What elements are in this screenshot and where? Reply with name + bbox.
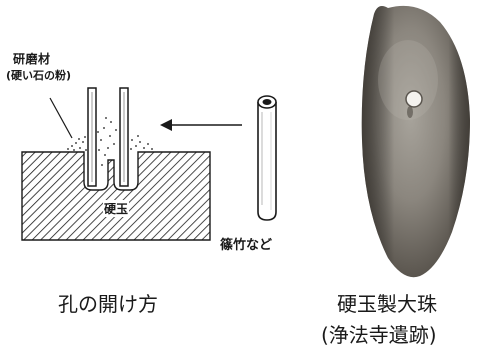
drilling-diagram: 研磨材 (硬い石の粉) 硬玉 篠竹など xyxy=(6,52,277,253)
stone-block xyxy=(21,151,211,241)
jade-bead-image xyxy=(361,5,470,278)
abrasive-pointer xyxy=(49,97,73,139)
abrasive-label: 研磨材 xyxy=(13,52,51,66)
caption-site-name: (浄法寺遺跡) xyxy=(321,323,437,347)
hard-stone-label: 硬玉 xyxy=(103,200,130,217)
bamboo-stick xyxy=(257,95,277,221)
caption-drilling-method: 孔の開け方 xyxy=(58,292,158,316)
bamboo-label: 篠竹など xyxy=(220,238,273,253)
drilling-diagram-drawing xyxy=(21,87,277,241)
abrasive-sub-label: (硬い石の粉) xyxy=(6,69,72,82)
insert-arrow xyxy=(160,119,242,131)
caption-jade-bead: 硬玉製大珠 xyxy=(337,292,437,316)
jade-bead-hole xyxy=(405,90,423,108)
abrasive-powder xyxy=(67,117,153,166)
